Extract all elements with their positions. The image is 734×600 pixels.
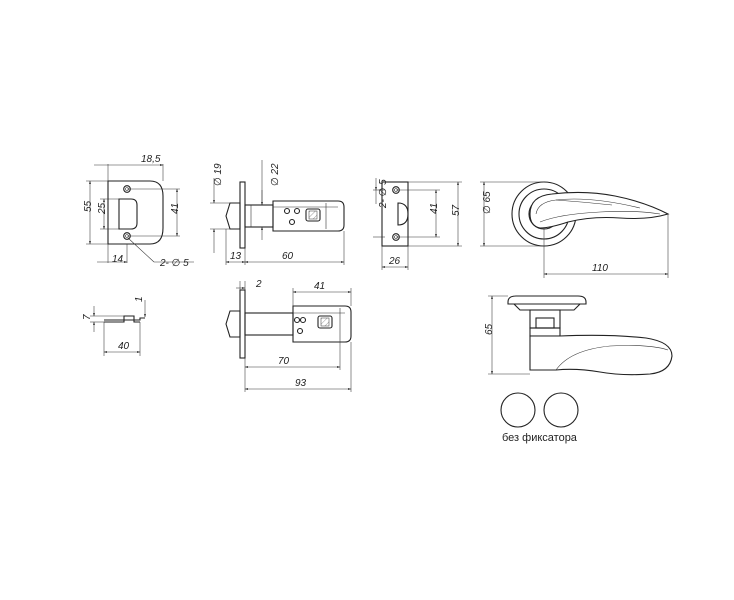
dim-strike-thickness: 7 — [82, 314, 93, 320]
dim-backset: 60 — [282, 251, 294, 262]
strike-plate-front-view — [86, 164, 194, 263]
rosette-right — [543, 392, 579, 428]
dim-strike-length: 40 — [118, 341, 130, 352]
latch-top-view — [210, 160, 345, 265]
rosette-left — [500, 392, 536, 428]
dim-handle-length: 110 — [592, 263, 608, 274]
dim-strike-holes: 2- ∅ 5 — [159, 258, 189, 269]
strike-plate-side-view — [90, 300, 146, 356]
dim-strike-hole-spacing: 41 — [170, 203, 181, 214]
dim-strike-opening: 25 — [97, 202, 108, 215]
dim-faceplate-holes: 2- ∅ 5 — [378, 179, 389, 209]
dim-body-diameter: ∅ 22 — [270, 163, 281, 186]
dim-latch-93: 93 — [295, 378, 307, 389]
dim-faceplate-width: 26 — [388, 256, 401, 267]
latch-side-view — [225, 281, 352, 392]
dim-faceplate-hole-spacing: 41 — [429, 203, 440, 214]
dim-latch-70: 70 — [278, 356, 290, 367]
dim-faceplate-height: 57 — [451, 204, 462, 216]
dim-latch-gap: 2 — [255, 279, 262, 290]
dim-strike-lip: 1 — [134, 296, 145, 302]
dim-bolt-diameter: ∅ 19 — [213, 163, 224, 186]
rosette-pair — [500, 392, 579, 428]
dim-strike-width: 18,5 — [141, 154, 161, 165]
dim-strike-offset: 14 — [112, 254, 124, 265]
dim-latch-slot: 41 — [314, 281, 325, 292]
dim-handle-height: 65 — [484, 323, 495, 335]
handle-front-view — [480, 181, 670, 278]
rosette-caption: без фиксатора — [502, 432, 578, 444]
handle-side-view — [488, 295, 673, 376]
dim-rose-diameter: ∅ 65 — [482, 191, 493, 214]
dim-faceplate: 13 — [230, 251, 242, 262]
dim-strike-height: 55 — [83, 200, 94, 212]
latch-faceplate-view — [373, 178, 462, 270]
